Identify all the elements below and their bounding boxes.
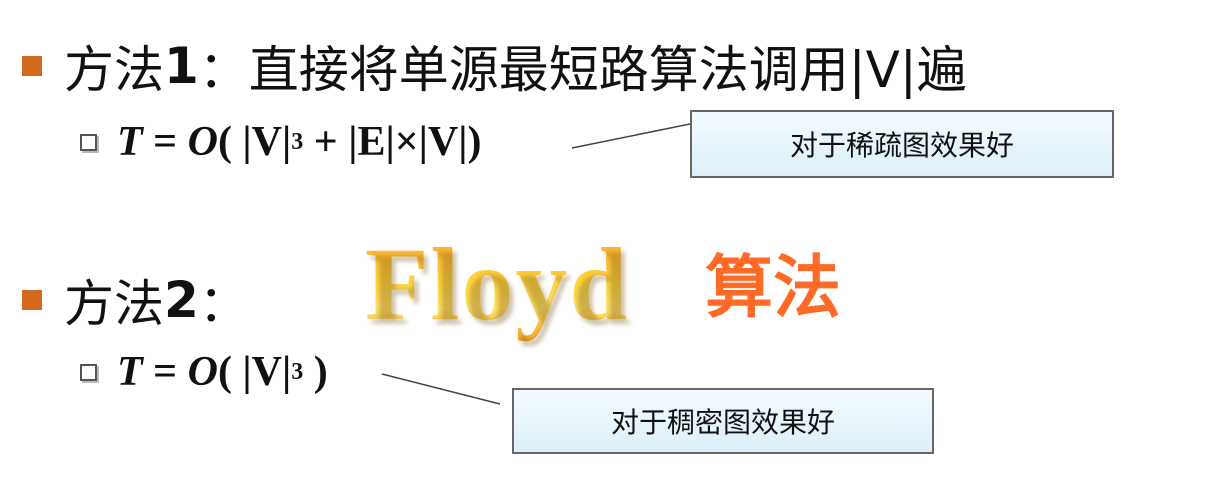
formula-exponent: 3 [291, 358, 304, 385]
formula-eq: = [142, 349, 188, 395]
method2-heading: 方法 2 ： [22, 264, 249, 336]
method1-formula: T = O ( |V| 3 + |E|×|V|) [80, 118, 481, 166]
formula-o: O [187, 119, 218, 165]
bullet-square-icon [22, 56, 42, 76]
callout-dense-text: 对于稠密图效果好 [610, 406, 835, 439]
callout-dense: 对于稠密图效果好 [512, 388, 934, 454]
method1-text: ：直接将单源最短路算法调用|V|遍 [198, 41, 967, 99]
method1-prefix: 方法 [64, 41, 164, 99]
formula-eq: = [142, 119, 188, 165]
floyd-title-art: Floyd [365, 227, 630, 342]
method1-heading: 方法 1 ：直接将单源最短路算法调用|V|遍 [22, 30, 967, 102]
method2-formula: T = O ( |V| 3 ) [80, 348, 328, 396]
sub-bullet-checkbox-icon [80, 363, 97, 381]
formula-body: ( |V| [217, 119, 292, 165]
method2-text: ： [198, 275, 249, 333]
method1-number: 1 [164, 37, 199, 95]
formula-o: O [187, 349, 218, 395]
sub-bullet-checkbox-icon [80, 133, 97, 151]
connector-line-2 [381, 373, 501, 405]
method2-prefix: 方法 [64, 275, 164, 333]
connector-line-1 [571, 123, 691, 149]
floyd-suffix: 算法 [705, 249, 842, 328]
formula-body: ( |V| [217, 349, 292, 395]
formula-tail: ) [303, 349, 328, 395]
method2-number: 2 [164, 271, 199, 329]
formula-t: T [117, 349, 143, 395]
callout-sparse: 对于稀疏图效果好 [690, 110, 1114, 178]
callout-sparse-text: 对于稀疏图效果好 [789, 129, 1014, 162]
formula-exponent: 3 [291, 128, 304, 155]
formula-tail: + |E|×|V|) [303, 119, 482, 165]
bullet-square-icon [22, 290, 42, 310]
formula-t: T [117, 119, 143, 165]
